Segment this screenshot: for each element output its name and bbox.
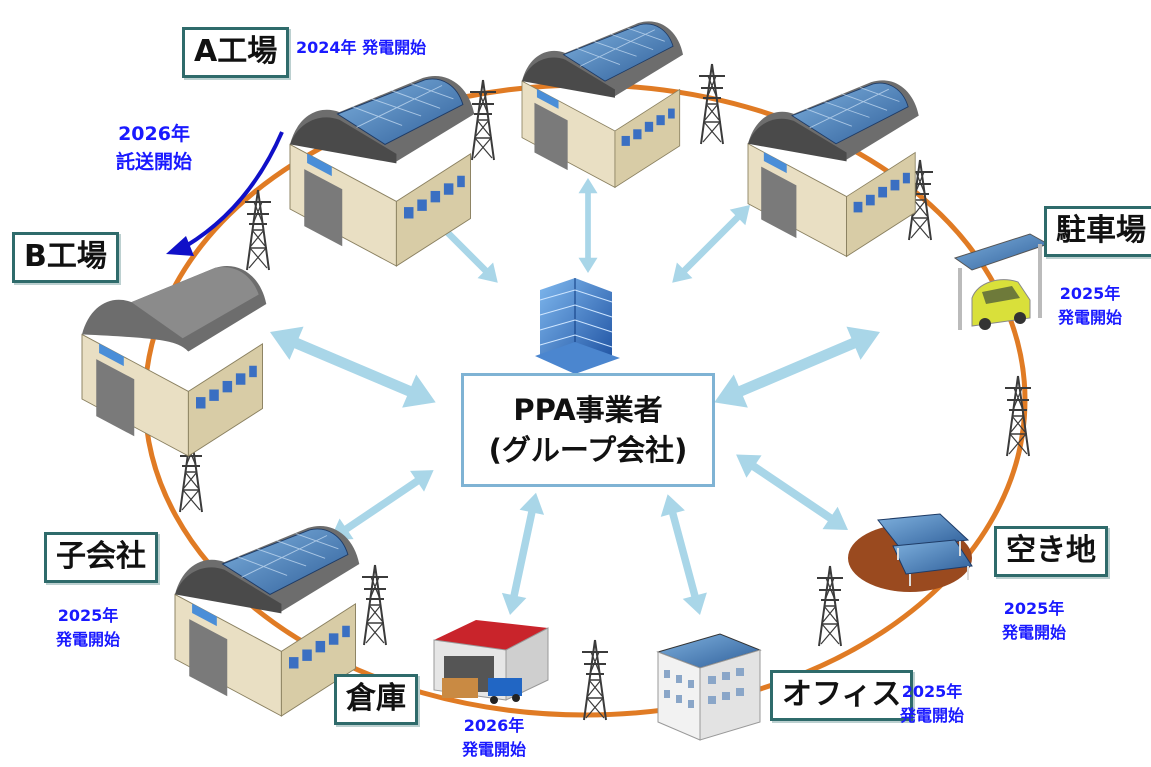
note-vacant: 2025年 発電開始 [1002,597,1066,645]
note-parking-text: 発電開始 [1058,308,1123,327]
note-a-factory-start: 2024年 発電開始 [296,38,427,57]
label-a-factory: A工場 [182,27,290,78]
note-office-year: 2025年 [901,682,963,701]
label-warehouse: 倉庫 [334,674,418,725]
transfer-arrow [166,131,284,256]
label-vacant-lot: 空き地 [994,526,1108,577]
vacant-lot-solar-icon [848,513,973,592]
note-transfer-text: 託送開始 [116,151,193,173]
factory-right-icon [747,79,920,257]
note-office-text: 発電開始 [900,706,965,725]
warehouse-icon [433,620,549,704]
note-warehouse-text: 発電開始 [462,740,527,759]
label-office: オフィス [770,670,914,721]
factory-top-icon [521,20,684,188]
note-vacant-year: 2025年 [1003,599,1065,618]
ppa-operator-title: PPA事業者 [513,393,663,427]
label-b-factory: B工場 [12,232,119,283]
note-transfer: 2026年 託送開始 [116,120,192,176]
note-subsidiary-text: 発電開始 [56,630,121,649]
ppa-operator-box: PPA事業者 (グループ会社) [461,373,715,487]
factory-b-icon [81,265,267,457]
note-vacant-text: 発電開始 [1002,623,1067,642]
label-parking: 駐車場 [1044,206,1151,257]
note-warehouse-year: 2026年 [463,716,525,735]
note-warehouse: 2026年 発電開始 [462,714,526,762]
note-transfer-year: 2026年 [118,123,190,145]
ppa-headquarters-icon [535,278,620,374]
ppa-operator-subtitle: (グループ会社) [488,433,688,467]
note-parking: 2025年 発電開始 [1058,282,1122,330]
office-building-icon [656,633,762,741]
note-subsidiary: 2025年 発電開始 [56,604,120,652]
factory-a-icon [289,75,475,267]
note-parking-year: 2025年 [1059,284,1121,303]
parking-carport-icon [953,233,1050,330]
note-office: 2025年 発電開始 [900,680,964,728]
label-subsidiary: 子会社 [44,532,158,583]
note-subsidiary-year: 2025年 [57,606,119,625]
